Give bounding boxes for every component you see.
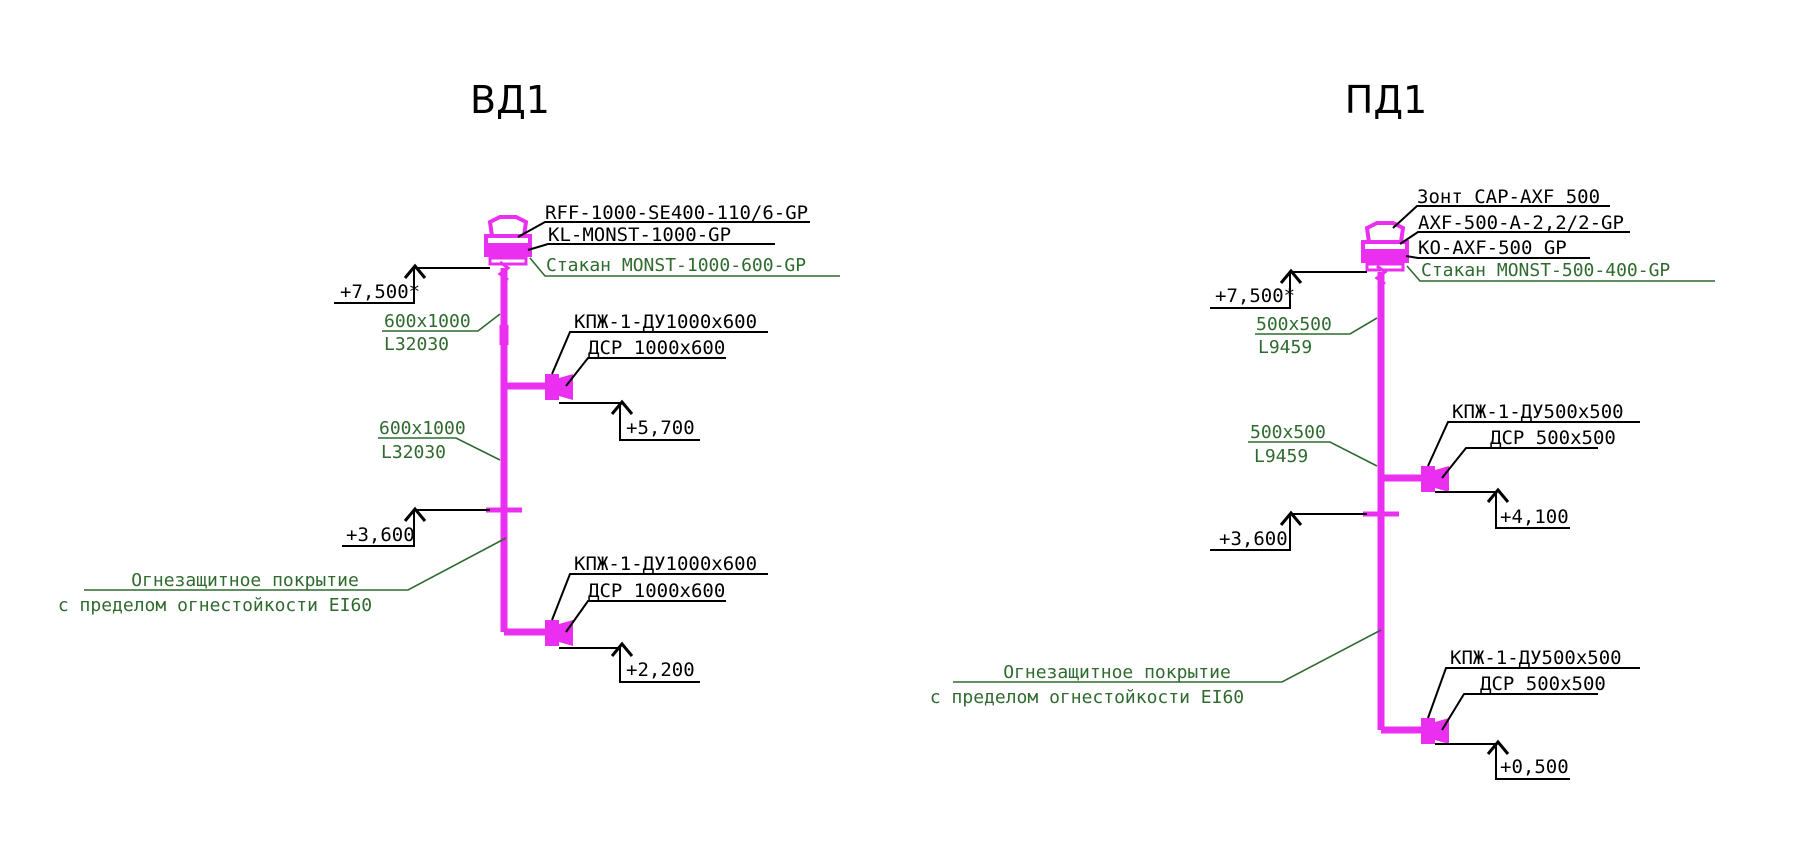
- level-value: +4,100: [1500, 506, 1569, 528]
- diagram-title: ПД1: [1345, 78, 1427, 122]
- level-value: +3,600: [346, 524, 415, 546]
- valve-label: КПЖ-1-ДУ1000x600: [574, 553, 757, 575]
- branch-upper: КПЖ-1-ДУ500x500 ДСР 500x500 +4,100: [1421, 401, 1640, 529]
- duct-length-top: L9459: [1258, 337, 1312, 358]
- level-mark-mid: +3,600: [342, 506, 490, 547]
- coating-note-line2: с пределом огнестойкости EI60: [930, 687, 1244, 708]
- level-value: +2,200: [626, 659, 695, 681]
- valve-label: КПЖ-1-ДУ500x500: [1450, 647, 1622, 669]
- level-mark-mid: +3,600: [1210, 510, 1367, 551]
- coating-note-line2: с пределом огнестойкости EI60: [58, 595, 372, 616]
- equipment-label-fan: AXF-500-A-2,2/2-GP: [1418, 212, 1624, 234]
- grille-label: ДСР 500x500: [1480, 673, 1606, 695]
- duct-size-top: 600x1000: [384, 311, 471, 332]
- equipment-label-valve: KO-AXF-500 GP: [1418, 237, 1567, 259]
- level-value: +3,600: [1219, 528, 1288, 550]
- grille-label: ДСР 500x500: [1490, 427, 1616, 449]
- level-value: +7,500*: [1215, 285, 1295, 307]
- stack-label: Стакан MONST-1000-600-GP: [546, 255, 806, 276]
- level-value: +7,500*: [340, 281, 420, 303]
- equipment-label-valve: KL-MONST-1000-GP: [548, 224, 731, 246]
- duct-size-mid: 600x1000: [379, 418, 466, 439]
- duct-riser: [486, 260, 548, 636]
- coating-note-line1: Огнезащитное покрытие: [131, 570, 359, 591]
- stack-label: Стакан MONST-500-400-GP: [1421, 260, 1670, 281]
- equipment-label-fan: RFF-1000-SE400-110/6-GP: [545, 202, 808, 224]
- grille-label: ДСР 1000x600: [588, 580, 725, 602]
- duct-length-mid: L9459: [1254, 446, 1308, 467]
- duct-riser: [1363, 264, 1425, 734]
- valve-label: КПЖ-1-ДУ1000x600: [574, 311, 757, 333]
- level-mark-top: +7,500*: [1210, 268, 1367, 309]
- roof-fan-icon: [1361, 221, 1409, 272]
- diagram-vd1: ВД1 RFF-1000-SE400-110/6-GP KL-MONST-100…: [58, 78, 840, 683]
- valve-label: КПЖ-1-ДУ500x500: [1452, 401, 1624, 423]
- level-mark-top: +7,500*: [334, 263, 490, 304]
- duct-size-mid: 500x500: [1250, 422, 1326, 443]
- diagram-pd1: ПД1 Зонт CAP-AXF 500 AXF-500-A-2,2/2-GP …: [930, 78, 1715, 780]
- branch-lower: КПЖ-1-ДУ500x500 ДСР 500x500 +0,500: [1421, 647, 1640, 780]
- branch-upper: КПЖ-1-ДУ1000x600 ДСР 1000x600 +5,700: [545, 311, 768, 441]
- level-value: +0,500: [1500, 756, 1569, 778]
- branch-lower: КПЖ-1-ДУ1000x600 ДСР 1000x600 +2,200: [545, 553, 768, 683]
- coating-note-line1: Огнезащитное покрытие: [1003, 662, 1231, 683]
- roof-fan-icon: [484, 215, 532, 266]
- duct-length-mid: L32030: [381, 442, 446, 463]
- grille-label: ДСР 1000x600: [588, 337, 725, 359]
- level-value: +5,700: [626, 417, 695, 439]
- diagram-title: ВД1: [470, 78, 550, 122]
- equipment-label-umbrella: Зонт CAP-AXF 500: [1417, 186, 1600, 208]
- duct-length-top: L32030: [384, 334, 449, 355]
- duct-size-top: 500x500: [1256, 314, 1332, 335]
